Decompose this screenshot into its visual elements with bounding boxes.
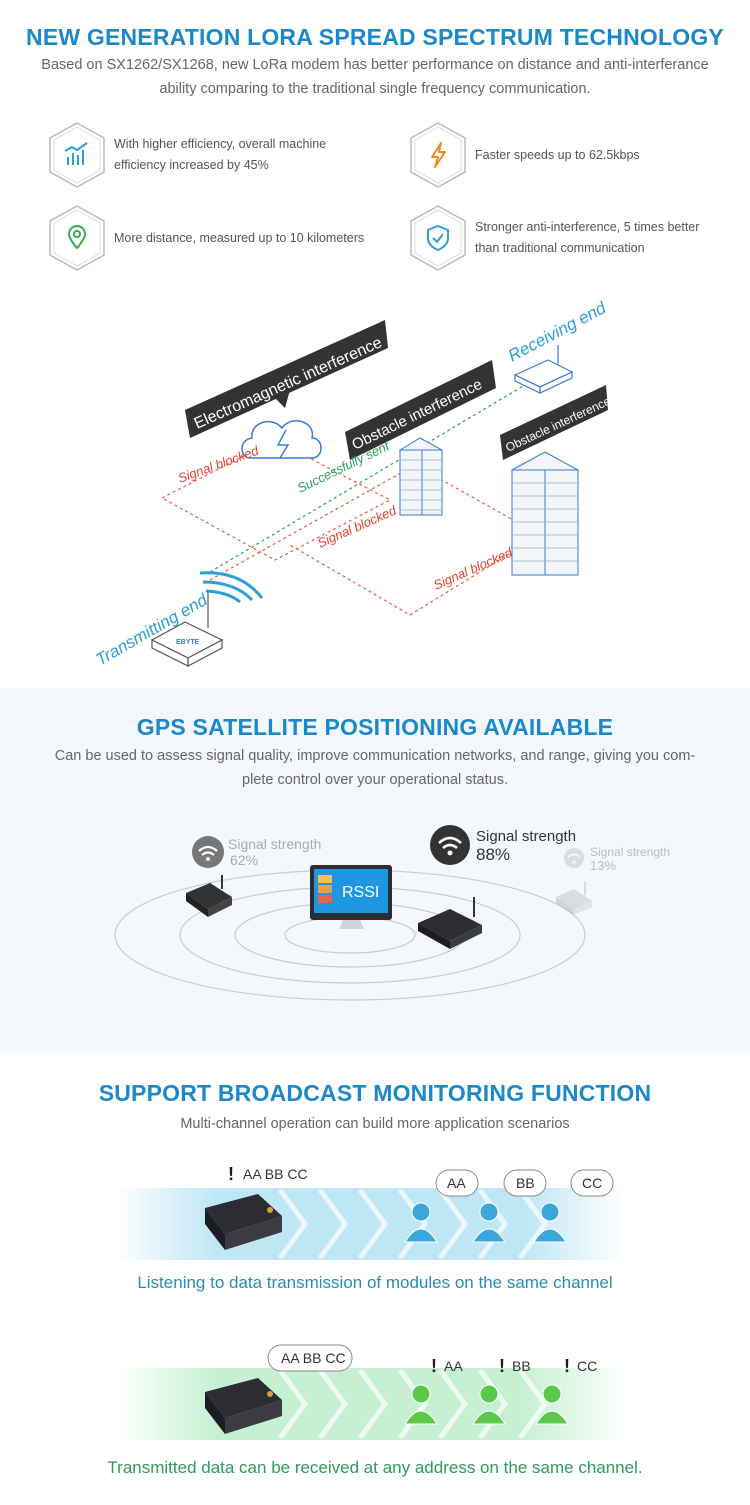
- feature-speed: Faster speeds up to 62.5kbps: [408, 121, 718, 189]
- feature-distance: More distance, measured up to 10 kilomet…: [47, 204, 387, 272]
- rssi-label: RSSI: [342, 884, 379, 901]
- em-interference-text: Electromagnetic interference: [192, 334, 385, 432]
- chart-icon: [47, 121, 107, 189]
- broadcast-description: Multi-channel operation can build more a…: [180, 1116, 570, 1132]
- user-blue-icons: [404, 1202, 567, 1243]
- signal-right-value: 13%: [590, 858, 616, 873]
- signal-left-value: 62%: [230, 852, 258, 868]
- module-right-icon: [556, 848, 592, 915]
- building-2-icon: [510, 451, 580, 576]
- signal-blocked-label-3: Signal blocked: [431, 544, 515, 592]
- feature-efficiency: With higher efficiency, overall machine …: [47, 121, 347, 189]
- receiving-label: Receiving end: [505, 298, 610, 366]
- band2-alert-aa: AA: [444, 1358, 463, 1374]
- user-icon: [404, 1384, 438, 1425]
- transmitted-band-diagram: AA BB CC ! AA ! BB ! CC: [115, 1344, 625, 1440]
- blocked-path-obstacle: [209, 464, 542, 616]
- signal-center-label: Signal strength: [476, 828, 576, 845]
- monitor-icon: [310, 865, 392, 929]
- transmitted-caption: Transmitted data can be received at any …: [107, 1458, 643, 1477]
- bubble-cc-text: CC: [582, 1175, 602, 1191]
- em-interference-label: Electromagnetic interference: [185, 320, 388, 438]
- gps-title: GPS SATELLITE POSITIONING AVAILABLE: [136, 714, 614, 740]
- feature-text-line: than traditional communication: [475, 241, 645, 255]
- signal-strength-diagram: RSSI Signal strength 62% S: [114, 825, 670, 1001]
- feature-distance-text: More distance, measured up to 10 kilomet…: [114, 228, 364, 249]
- feature-text-line: More distance, measured up to 10 kilomet…: [114, 230, 365, 245]
- obstacle-2-text: Obstacle interference: [503, 394, 613, 455]
- bubble-aa-text: AA: [447, 1175, 466, 1191]
- gps-desc-line-1: Can be used to assess signal quality, im…: [54, 748, 696, 764]
- blue-band: [115, 1188, 625, 1260]
- module-left-icon: [186, 836, 232, 917]
- location-pin-icon: [47, 204, 107, 272]
- signal-right-label: Signal strength: [590, 845, 670, 859]
- transmitter-brand-label: EBYTE: [176, 639, 200, 646]
- signal-blocked-label-2: Signal blocked: [315, 502, 399, 550]
- broadcast-module-1-icon: [205, 1194, 282, 1250]
- wifi-wave-icon: [199, 571, 264, 604]
- lora-desc-line-1: Based on SX1262/SX1268, new LoRa modem h…: [41, 57, 709, 73]
- feature-anti-interference: Stronger anti-interference, 5 times bett…: [408, 204, 728, 272]
- green-band: [115, 1368, 625, 1440]
- broadcast-title: SUPPORT BROADCAST MONITORING FUNCTION: [98, 1080, 652, 1106]
- alert-icon: !: [499, 1356, 505, 1376]
- user-icon: [472, 1202, 506, 1243]
- broadcast-module-2-icon: [205, 1378, 282, 1434]
- bubble-aabbcc: [267, 1344, 353, 1372]
- chevrons-green: [277, 1368, 549, 1440]
- feature-text-line: Faster speeds up to 62.5kbps: [475, 147, 640, 162]
- gps-desc-line-2: plete control over your operational stat…: [242, 772, 508, 788]
- module-center-icon: [418, 825, 482, 949]
- feature-text-line: Stronger anti-interference, 5 times bett…: [475, 220, 700, 234]
- feature-text-line: efficiency increased by 45%: [114, 158, 269, 172]
- lora-title: NEW GENERATION LORA SPREAD SPECTRUM TECH…: [26, 24, 724, 50]
- feature-text-line: With higher efficiency, overall machine: [114, 137, 327, 151]
- alert-icon: !: [228, 1164, 234, 1184]
- user-icon: [472, 1384, 506, 1425]
- user-green-icons: [404, 1384, 569, 1425]
- user-icon: [404, 1202, 438, 1243]
- bubble-bb-text: BB: [516, 1175, 535, 1191]
- blocked-path-em: [161, 439, 392, 561]
- cloud-lightning-icon: [241, 420, 322, 459]
- success-path: [209, 381, 531, 573]
- chevrons-blue: [277, 1188, 549, 1260]
- listening-caption: Listening to data transmission of module…: [137, 1273, 613, 1292]
- bubble-cc: [570, 1169, 614, 1197]
- feature-anti-interference-text: Stronger anti-interference, 5 times bett…: [475, 217, 699, 259]
- band2-alert-cc: CC: [577, 1358, 597, 1374]
- building-1-icon: [398, 437, 444, 516]
- signal-center-value: 88%: [476, 845, 510, 864]
- bubble-bb: [503, 1169, 547, 1197]
- receiving-module-icon: [513, 345, 574, 394]
- shield-icon: [408, 204, 468, 272]
- obstacle-2-label: Obstacle interference: [500, 385, 613, 460]
- bubble-aa: [435, 1169, 479, 1197]
- listening-band-diagram: ! AA BB CC AA BB CC: [115, 1164, 625, 1260]
- user-icon: [535, 1384, 569, 1425]
- lora-interference-diagram: Electromagnetic interference Obstacle in…: [93, 298, 613, 670]
- gps-description: Can be used to assess signal quality, im…: [40, 744, 710, 792]
- feature-efficiency-text: With higher efficiency, overall machine …: [114, 134, 326, 176]
- transmitting-module-icon: [150, 592, 224, 667]
- lora-desc-line-2: ability comparing to the traditional sin…: [159, 81, 591, 97]
- user-icon: [533, 1202, 567, 1243]
- alert-icon: !: [564, 1356, 570, 1376]
- band2-alert-bb: BB: [512, 1358, 531, 1374]
- signal-left-label: Signal strength: [228, 836, 321, 852]
- lora-description: Based on SX1262/SX1268, new LoRa modem h…: [40, 53, 710, 101]
- signal-blocked-label-1: Signal blocked: [176, 443, 261, 486]
- band1-alert-text: AA BB CC: [243, 1166, 308, 1182]
- alert-icon: !: [431, 1356, 437, 1376]
- feature-speed-text: Faster speeds up to 62.5kbps: [475, 145, 640, 166]
- band2-bubble-text: AA BB CC: [281, 1350, 346, 1366]
- lightning-icon: [408, 121, 468, 189]
